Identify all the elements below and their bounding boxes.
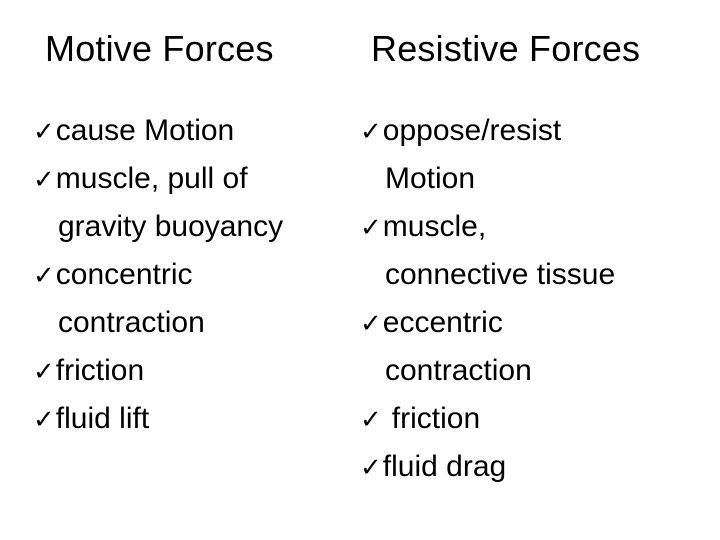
- list-item-label: concentric: [55, 258, 193, 291]
- column-heading-motive-forces: Motive Forces: [45, 28, 274, 69]
- list-item-continuation: Motion: [385, 162, 476, 195]
- bullet-list-motive-forces: ✓cause Motion ✓muscle, pull of gravity b…: [33, 107, 363, 443]
- list-item-label: friction: [55, 354, 145, 387]
- list-item: ✓fluid lift: [33, 395, 363, 443]
- list-item-label: fluid drag: [382, 450, 507, 483]
- list-item-label: oppose/resist: [382, 114, 562, 147]
- list-item-label: friction: [391, 402, 481, 435]
- check-mark-icon: ✓: [33, 404, 55, 434]
- list-item: ✓muscle, pull of: [33, 155, 363, 203]
- list-item: ✓oppose/resist: [360, 107, 710, 155]
- list-item-label: eccentric: [382, 306, 503, 339]
- list-item: ✓ friction: [360, 395, 710, 443]
- check-mark-icon: ✓: [33, 356, 55, 386]
- check-mark-icon: ✓: [360, 404, 382, 434]
- list-item-label: fluid lift: [55, 402, 150, 435]
- check-mark-icon: ✓: [360, 452, 382, 482]
- list-item-label: muscle, pull of: [55, 162, 248, 195]
- list-item-label: cause Motion: [55, 114, 235, 147]
- check-mark-icon: ✓: [360, 212, 382, 242]
- list-item-continuation: connective tissue: [385, 258, 616, 291]
- check-mark-icon: ✓: [33, 116, 55, 146]
- list-item: ✓eccentric: [360, 299, 710, 347]
- list-item-label: muscle,: [382, 210, 487, 243]
- check-mark-icon: ✓: [33, 164, 55, 194]
- list-item: ✓fluid drag: [360, 443, 710, 491]
- list-item: ✓cause Motion: [33, 107, 363, 155]
- list-item: ✓concentric: [33, 251, 363, 299]
- check-mark-icon: ✓: [360, 116, 382, 146]
- check-mark-icon: ✓: [33, 260, 55, 290]
- list-item-continuation: gravity buoyancy: [58, 210, 284, 243]
- list-item-continuation: contraction: [385, 354, 532, 387]
- check-mark-icon: ✓: [360, 308, 382, 338]
- column-heading-resistive-forces: Resistive Forces: [371, 28, 641, 69]
- bullet-list-resistive-forces: ✓oppose/resist Motion ✓muscle, connectiv…: [360, 107, 710, 491]
- list-item-continuation: contraction: [58, 306, 205, 339]
- list-item: ✓friction: [33, 347, 363, 395]
- list-item: ✓muscle,: [360, 203, 710, 251]
